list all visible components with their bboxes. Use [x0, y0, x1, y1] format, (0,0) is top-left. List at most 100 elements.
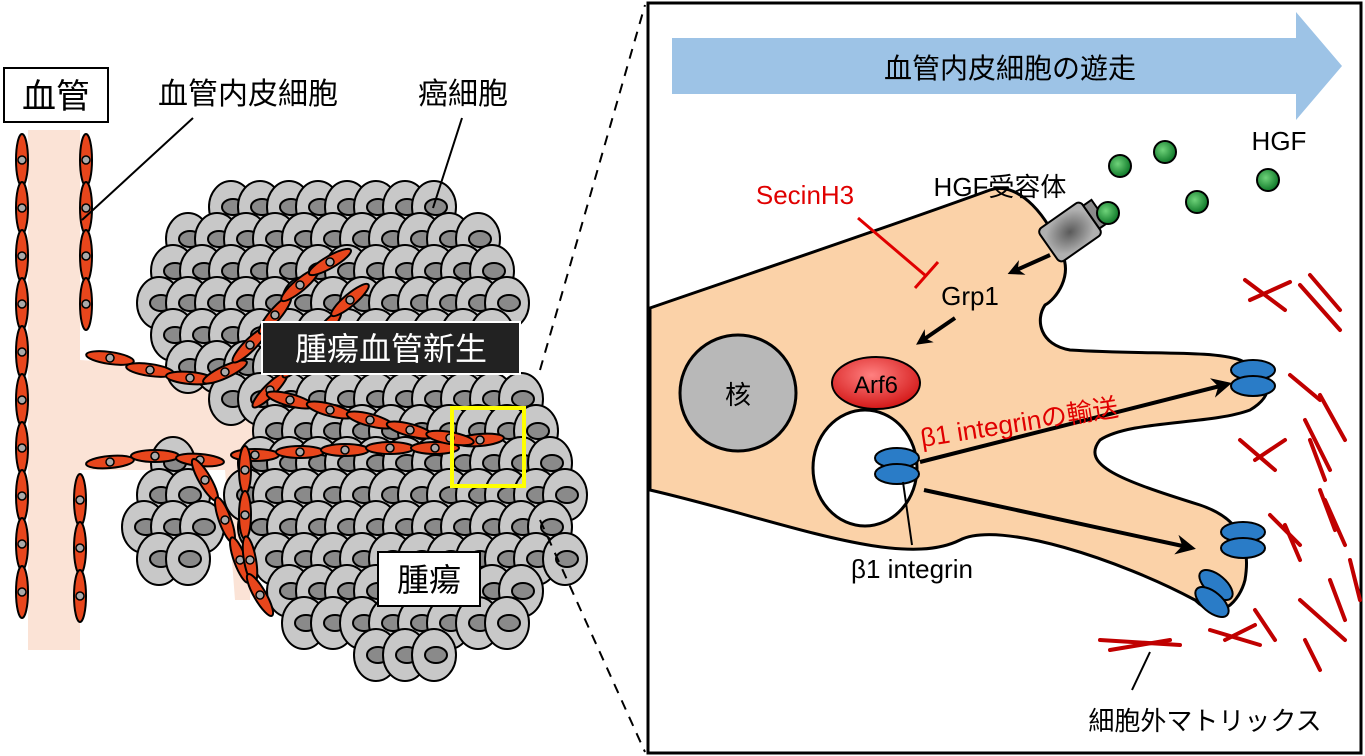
ecm-fiber: [1303, 418, 1332, 472]
ecm-fiber: [1318, 393, 1347, 442]
angiogenesis-label-box: 腫瘍血管新生: [261, 321, 521, 375]
endothelial-cell: [79, 181, 93, 235]
inhibition-line: [857, 216, 927, 278]
ecm-fiber: [1308, 438, 1327, 482]
endothelial-cell: [15, 517, 29, 571]
endothelial-cell: [230, 448, 280, 462]
endothelial-cell: [79, 277, 93, 331]
endothelial-cell: [330, 282, 370, 318]
cancer-cell: [484, 596, 530, 650]
tumor-label: 腫瘍: [397, 561, 461, 599]
zoom-connector-bottom: [539, 519, 646, 753]
receptor-label: HGF受容体: [934, 172, 1067, 202]
endothelial-cell: [79, 133, 93, 187]
endothelial-cell: [238, 490, 252, 540]
inhibition-bar: [913, 261, 940, 289]
ecm-label: 細胞外マトリックス: [1088, 707, 1321, 737]
ecm-fiber: [1303, 638, 1322, 672]
cancer-cell-pointer-line: [432, 117, 463, 209]
ecm-fiber: [1108, 638, 1172, 652]
ecm-fiber: [1238, 438, 1277, 472]
ecm-fiber: [1348, 558, 1362, 602]
hgf-label: HGF: [1252, 126, 1307, 156]
endothelial-cells: [15, 133, 505, 623]
ecm-fiber: [1223, 623, 1257, 642]
ecm-fiber: [1308, 273, 1342, 312]
hgf-ligands: [1096, 140, 1280, 225]
nucleus: [678, 333, 798, 453]
endothelial-cell: [308, 247, 352, 277]
migration-arrow: 血管内皮細胞の遊走: [672, 12, 1342, 120]
vessel-lumen: [28, 130, 420, 650]
migration-arrow-label: 血管内皮細胞の遊走: [884, 52, 1136, 85]
endothelial-cell: [238, 445, 252, 495]
cancer-cell-label: 癌細胞: [418, 77, 508, 112]
endothelial-cell: [130, 449, 180, 463]
integrin-label: β1 integrin: [851, 554, 973, 584]
receptor-to-grp1-arrow: [1007, 253, 1051, 275]
cancer-cell: [411, 628, 457, 682]
ecm-fiber: [1288, 373, 1322, 402]
endothelial-cell: [165, 370, 215, 386]
arf6-protein: [831, 356, 921, 410]
endothelial-cell: [410, 441, 460, 455]
vessel-label-box: 血管: [3, 67, 109, 123]
left-panel: 血管 血管内皮細胞 癌細胞 腫瘍血管新生 腫瘍: [3, 4, 646, 753]
endothelial-cell: [15, 469, 29, 523]
integrin-in-vesicle: [874, 447, 920, 485]
cancer-cell: [542, 532, 588, 586]
endothelial-cell: [15, 181, 29, 235]
right-panel: 血管内皮細胞の遊走 核 Arf6 β1 integrinの輸送: [646, 1, 1363, 755]
endothelial-cell: [245, 573, 275, 617]
endothelial-cell: [73, 569, 87, 623]
extracellular-matrix: [1098, 273, 1362, 672]
ecm-pointer-line: [1131, 651, 1151, 691]
zoom-connector-top: [539, 4, 646, 371]
endothelial-cell: [365, 441, 415, 455]
angiogenesis-label: 腫瘍血管新生: [295, 330, 487, 368]
ecm-fiber: [1298, 598, 1347, 642]
ecm-fiber: [1253, 608, 1277, 642]
ecm-fiber: [1253, 438, 1287, 462]
ecm-fiber: [1248, 280, 1292, 302]
endothelial-cell: [79, 229, 93, 283]
ecm-fiber: [1098, 638, 1182, 647]
zoom-highlight-box: [450, 406, 526, 488]
endothelial-cell: [15, 373, 29, 427]
integrin-at-membrane-bottom: [1194, 521, 1266, 618]
tumor-label-box: 腫瘍: [377, 551, 481, 607]
transport-arrow-bottom: [923, 488, 1196, 555]
integrin-at-membrane-top: [1230, 359, 1276, 397]
endothelial-cell: [15, 565, 29, 619]
arf6-label: Arf6: [854, 372, 898, 399]
endothelial-cell: [73, 521, 87, 575]
cancer-cell: [165, 532, 211, 586]
inhibitor-label: SecinH3: [756, 180, 854, 210]
endothelial-cell: [280, 267, 320, 303]
endothelial-cell: [73, 473, 87, 527]
endothelial-cell: [202, 359, 248, 385]
endothelial-cell: [320, 443, 370, 457]
nucleus-label: 核: [725, 381, 751, 411]
ecm-fiber: [1208, 628, 1262, 647]
endothelial-cell-label: 血管内皮細胞: [158, 77, 338, 112]
endothelial-cell: [15, 229, 29, 283]
endothelial-cell: [15, 421, 29, 475]
transport-arrow-top: [919, 378, 1232, 464]
ecm-fiber: [1283, 523, 1302, 562]
endothelial-cell: [85, 454, 135, 470]
endothelial-cell: [85, 350, 135, 366]
endothelial-cell: [15, 325, 29, 379]
grp1-to-arf6-arrow: [916, 316, 957, 345]
endothelial-cell: [275, 445, 325, 459]
ecm-fiber: [1323, 498, 1347, 547]
endosome-vesicle: [811, 408, 919, 528]
ecm-fiber: [1298, 283, 1342, 332]
vessel-label: 血管: [22, 77, 90, 117]
integrin-pointer-line: [902, 481, 913, 546]
ecm-fiber: [1328, 578, 1347, 622]
endothelial-cell: [15, 133, 29, 187]
grp1-label: Grp1: [941, 281, 999, 311]
endothelial-cell: [15, 277, 29, 331]
